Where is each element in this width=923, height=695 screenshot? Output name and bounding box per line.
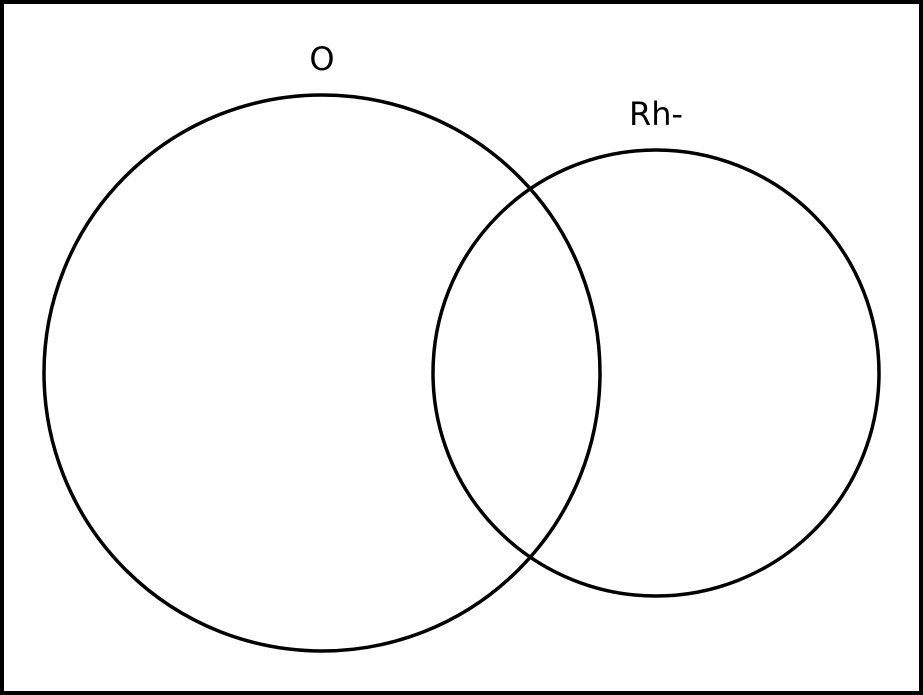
set-o-label: O bbox=[309, 40, 334, 78]
set-o-circle bbox=[42, 93, 602, 653]
set-rh-negative-circle bbox=[431, 148, 881, 598]
set-rh-negative-label: Rh- bbox=[629, 95, 683, 133]
